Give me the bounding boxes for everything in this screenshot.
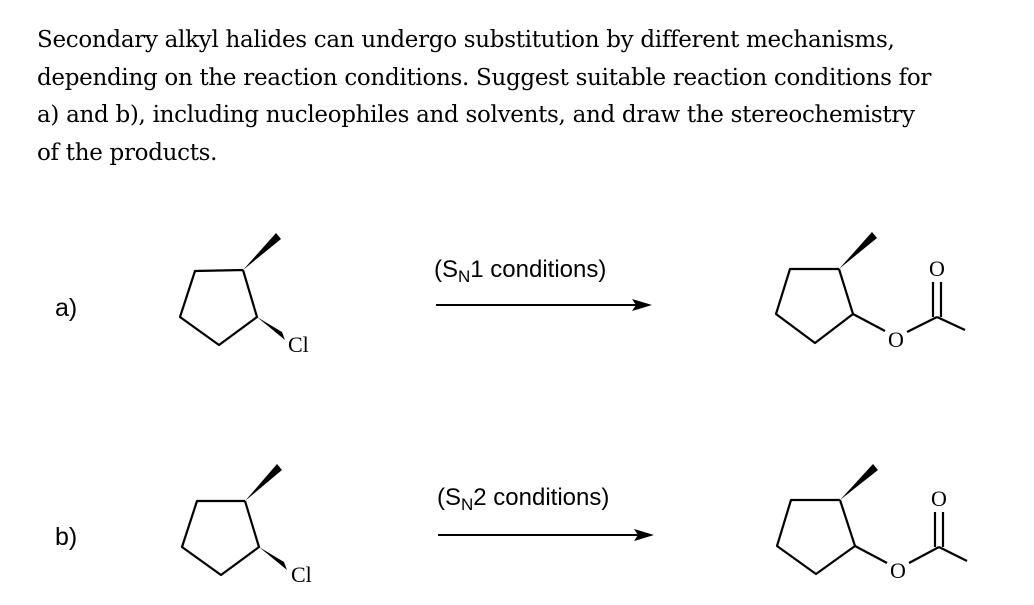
- product-b-ester-oxygen: O: [890, 558, 906, 583]
- product-a-ester-oxygen: O: [888, 327, 904, 352]
- product-b-structure: [775, 464, 968, 576]
- question-line: Secondary alkyl halides can undergo subs…: [37, 27, 895, 53]
- chloro-wedge-bond: [257, 317, 285, 340]
- question-line: depending on the reaction conditions. Su…: [37, 64, 932, 91]
- part-label-a: a): [55, 294, 78, 322]
- reactant-b-structure: [180, 464, 287, 577]
- question-line: a) and b), including nucleophiles and so…: [37, 102, 915, 128]
- question-text: Secondary alkyl halides can undergo subs…: [37, 22, 1017, 172]
- chloro-wedge-bond: [259, 547, 287, 570]
- methyl-wedge-bond: [245, 464, 282, 501]
- product-b-carbonyl-oxygen: O: [931, 486, 947, 511]
- reactant-b-cl-atom: Cl: [291, 562, 312, 587]
- methyl-wedge-bond: [840, 464, 878, 500]
- product-a-structure: [774, 232, 966, 345]
- reaction-b-conditions: (SN2 conditions): [437, 484, 610, 514]
- part-label-b: b): [55, 523, 78, 551]
- methyl-wedge-bond: [243, 233, 281, 270]
- methyl-wedge-bond: [839, 232, 877, 269]
- reactant-a-structure: [178, 233, 285, 347]
- reactant-a-cl-atom: Cl: [288, 332, 309, 357]
- product-a-carbonyl-oxygen: O: [929, 256, 945, 281]
- reaction-a-arrow: [436, 299, 652, 311]
- reaction-b-arrow: [438, 529, 654, 541]
- reaction-a-conditions: (SN1 conditions): [434, 256, 607, 286]
- question-line: of the products.: [37, 139, 218, 166]
